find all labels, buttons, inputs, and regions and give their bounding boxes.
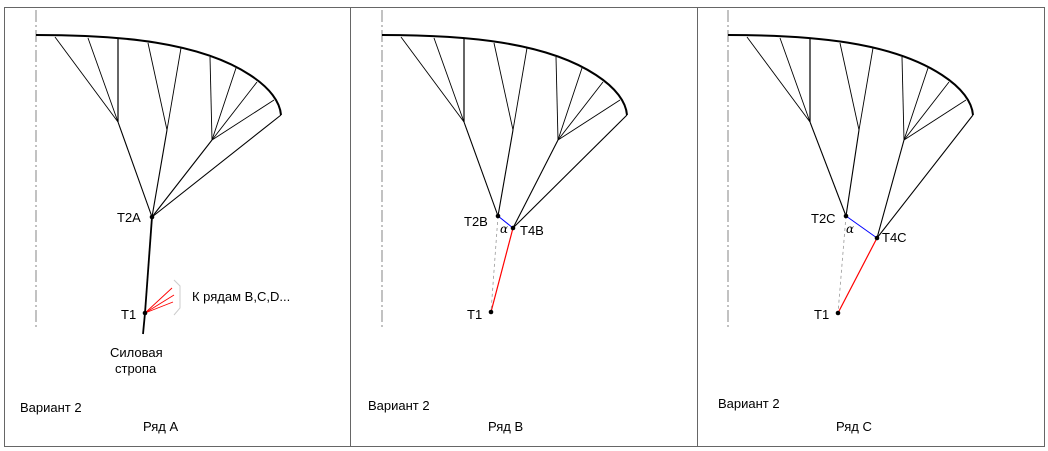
outer-frame [4, 7, 1045, 447]
canopy-line [512, 47, 528, 131]
canopy-line [903, 67, 929, 141]
line-label-1: Силовая [110, 345, 163, 360]
main-line [463, 121, 499, 217]
link-line-blue [845, 215, 878, 239]
main-line [876, 139, 905, 239]
projection-dashed [490, 215, 499, 313]
power-line [144, 216, 153, 314]
t1-label-c: T1 [814, 307, 829, 322]
t1-label-a: T1 [121, 307, 136, 322]
t2-label-a: T2A [117, 210, 141, 225]
brace [173, 279, 181, 316]
canopy-line [211, 67, 237, 141]
t2-point [149, 214, 155, 220]
canopy-outline [381, 34, 628, 116]
canopy-line [555, 56, 559, 141]
power-line-red [837, 237, 878, 314]
line-label-2: стропа [115, 361, 157, 376]
canopy-line [903, 99, 967, 141]
canopy-line [557, 99, 621, 141]
main-line [876, 114, 974, 239]
power-line [142, 312, 146, 335]
canopy-line [493, 42, 514, 131]
projection-dashed [837, 215, 847, 314]
main-line [151, 114, 282, 218]
variant-label-b: Вариант 2 [368, 398, 430, 413]
canopy-line [779, 37, 811, 123]
row-label-c: Ряд C [836, 419, 872, 434]
main-line [117, 121, 153, 218]
main-line [809, 121, 847, 217]
rows-note: К рядам B,C,D... [192, 289, 290, 304]
alpha-label-b: α [500, 222, 508, 236]
canopy-line [839, 42, 860, 131]
canopy-line [557, 81, 604, 141]
canopy-line [433, 37, 465, 123]
t4-label-b: T4B [520, 223, 544, 238]
t2-label-c: T2C [811, 211, 836, 226]
canopy-line [87, 37, 119, 123]
t1-point [142, 310, 148, 316]
row-label-a: Ряд A [143, 419, 178, 434]
branch-line-red [144, 294, 175, 314]
t1-point [488, 309, 494, 315]
canopy-line [557, 67, 583, 141]
canopy-line [903, 81, 950, 141]
variant-label-a: Вариант 2 [20, 400, 82, 415]
main-line [512, 139, 559, 229]
variant-label-c: Вариант 2 [718, 396, 780, 411]
branch-line-red [144, 301, 174, 314]
t2-label-b: T2B [464, 214, 488, 229]
t2-point [843, 213, 849, 219]
canopy-outline [35, 34, 282, 116]
main-line [497, 129, 514, 217]
t4-point [874, 235, 880, 241]
t4-point [510, 225, 516, 231]
main-line [151, 139, 213, 218]
main-line [512, 114, 628, 229]
canopy-line [54, 36, 119, 123]
link-line-blue [497, 215, 514, 229]
row-label-b: Ряд B [488, 419, 523, 434]
canopy-line [211, 81, 258, 141]
canopy-line [211, 99, 275, 141]
power-line-red [490, 227, 514, 313]
canopy-line [166, 47, 182, 131]
branch-line-red [144, 287, 173, 314]
canopy-line [209, 56, 213, 141]
canopy-line [746, 36, 811, 123]
t4-label-c: T4C [882, 230, 907, 245]
canopy-line [858, 47, 874, 131]
canopy-outline [727, 34, 974, 116]
t1-point [835, 310, 841, 316]
canopy-line [147, 42, 168, 131]
canopy-line [901, 56, 905, 141]
t2-point [495, 213, 501, 219]
alpha-label-c: α [846, 222, 854, 236]
canopy-line [400, 36, 465, 123]
main-line [845, 129, 860, 217]
main-line [151, 129, 168, 218]
t1-label-b: T1 [467, 307, 482, 322]
